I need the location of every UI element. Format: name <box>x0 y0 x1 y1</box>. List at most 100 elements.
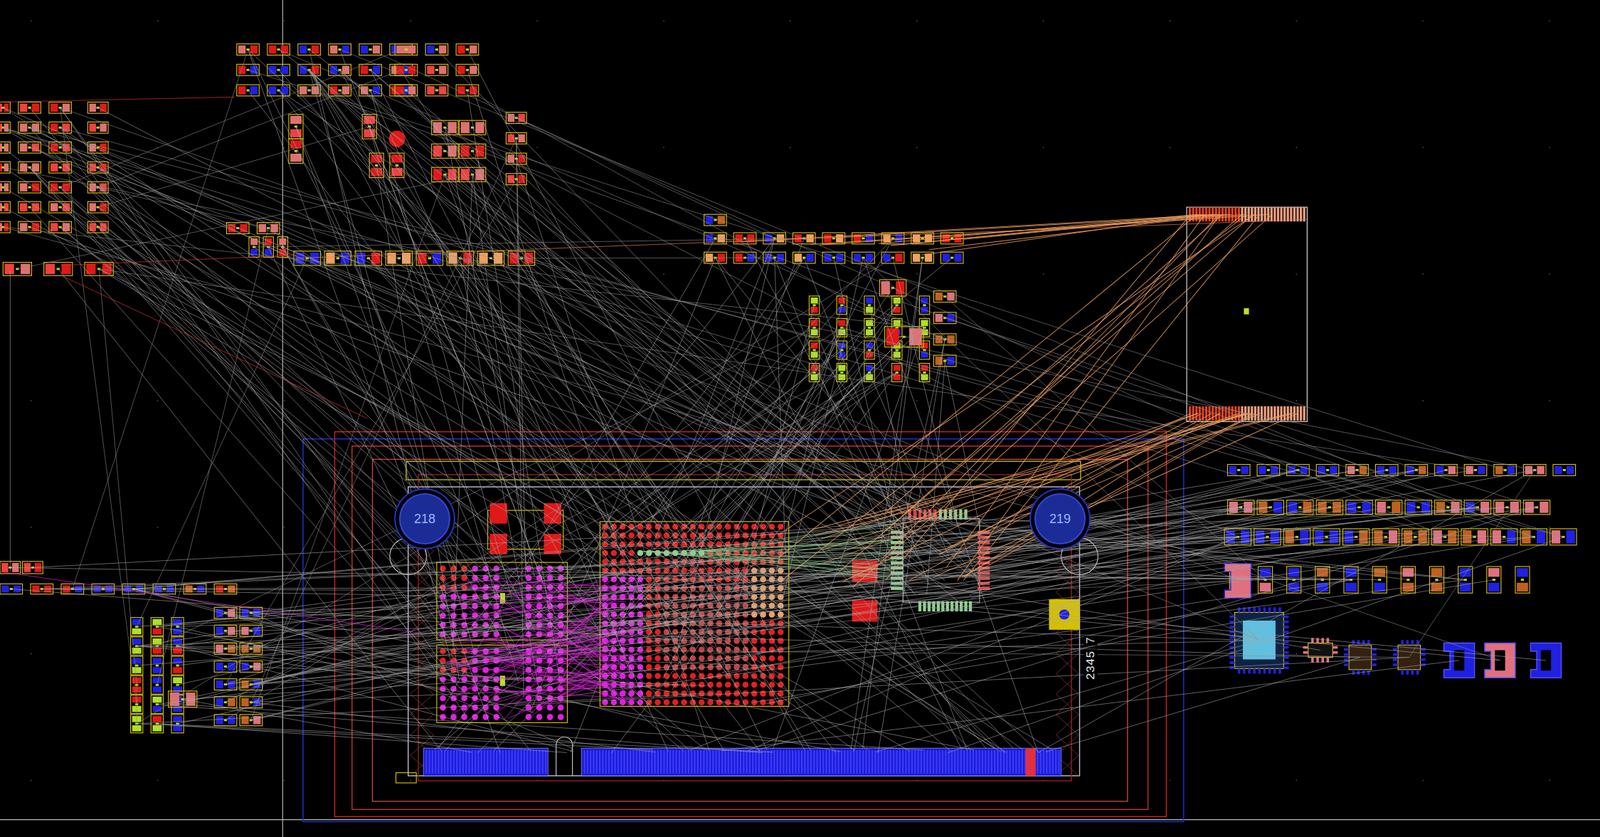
bga-ball <box>759 690 767 697</box>
grid-dot <box>157 779 158 781</box>
smd-pad <box>1516 582 1529 592</box>
connector-pin <box>477 749 479 774</box>
smd-pad <box>227 644 235 653</box>
connector-pin <box>1005 749 1008 774</box>
smd-pad <box>1299 530 1309 544</box>
smd-pad <box>268 45 277 54</box>
smd-pad <box>152 618 162 626</box>
smd-pad <box>954 253 962 262</box>
smd-pad <box>461 121 470 134</box>
ic-pin <box>1343 653 1349 656</box>
connector-pin <box>758 749 760 774</box>
grid-dot <box>283 779 285 781</box>
smd-pad <box>1259 567 1272 577</box>
connector-pin <box>1277 207 1280 222</box>
smd-pad <box>1566 530 1576 544</box>
connector-pin <box>1048 749 1051 774</box>
connector-pin <box>749 749 751 774</box>
connector-pin <box>892 749 895 774</box>
component-outline <box>0 121 10 134</box>
smd-pad <box>152 724 162 732</box>
grid-dot <box>1042 273 1044 274</box>
connector-pin <box>745 749 747 774</box>
connector-pin <box>453 749 455 774</box>
connector-pin <box>702 749 705 774</box>
ref-mark <box>404 48 408 51</box>
connector-pin <box>1264 406 1267 421</box>
ic-pin <box>1278 668 1282 674</box>
connector-pin <box>687 749 690 774</box>
connector-pin <box>779 749 782 774</box>
ic-pin <box>1283 625 1289 629</box>
smd-pad <box>32 103 40 112</box>
smd-pad <box>152 696 162 703</box>
grid-dot <box>1042 399 1044 401</box>
connector-pin <box>908 749 910 774</box>
grid-dot <box>1422 273 1423 274</box>
ic-pin <box>1411 669 1415 675</box>
grid-dot <box>410 20 412 22</box>
connector-pin <box>730 749 733 774</box>
smd-pad <box>281 66 289 74</box>
connector-pin <box>529 749 531 774</box>
ic-pin <box>1278 606 1282 612</box>
smd-pad <box>426 66 434 74</box>
ic-pin <box>1258 668 1262 674</box>
bga-ball <box>654 663 661 671</box>
origin-line <box>0 818 1600 820</box>
connector-pin <box>840 749 843 774</box>
bga-ball <box>672 628 679 636</box>
connector-pin <box>816 749 818 774</box>
component-outline <box>150 655 163 675</box>
grid-dot <box>30 399 32 401</box>
bga-ball <box>493 565 500 572</box>
smd-pad <box>239 224 247 232</box>
connector-pin <box>507 749 510 774</box>
smd-pad <box>396 45 404 54</box>
bga-ball <box>751 681 758 688</box>
smd-pad <box>299 45 307 54</box>
bga-ball <box>611 576 618 583</box>
smd-pad <box>438 66 447 74</box>
connector-pin <box>911 749 913 774</box>
connector-pin <box>721 749 723 774</box>
grid-dot <box>410 399 412 401</box>
connector-pin <box>1277 406 1280 421</box>
smd-pad <box>360 66 368 74</box>
component-outline <box>0 101 10 114</box>
grid-dot <box>1042 20 1044 22</box>
connector-pin <box>874 749 876 774</box>
connector-pin <box>431 749 434 774</box>
ref-mark <box>1563 468 1566 471</box>
bga-ball <box>751 523 758 531</box>
smd-pad <box>1258 465 1266 474</box>
connector-pin <box>978 749 981 774</box>
grid-dot <box>157 273 158 274</box>
ic-pin <box>1367 639 1371 645</box>
connector-pin <box>889 749 892 774</box>
smd-pad <box>1554 465 1562 474</box>
smd-pad <box>1477 530 1487 544</box>
smd-pad <box>1551 530 1561 544</box>
component-outline <box>933 355 957 367</box>
bga-ball <box>439 565 447 572</box>
smd-pad <box>32 182 40 191</box>
connector-pin <box>871 749 873 774</box>
bga-ball <box>663 698 671 706</box>
ic-pin <box>1229 635 1235 639</box>
smd-pad <box>19 202 28 211</box>
bga-ball <box>742 690 750 697</box>
ic-pin <box>1268 668 1272 674</box>
bga-ball <box>724 663 732 671</box>
grid-dot <box>916 20 918 22</box>
board-edge <box>406 461 1081 480</box>
bga-ball <box>769 523 776 531</box>
connector-pin <box>644 749 646 774</box>
connector-pin <box>446 749 449 774</box>
ref-mark <box>224 665 227 668</box>
connector-pin <box>474 749 476 774</box>
smd-pad <box>50 123 58 132</box>
ic-pin <box>1283 640 1289 644</box>
grid-dot <box>789 653 791 654</box>
